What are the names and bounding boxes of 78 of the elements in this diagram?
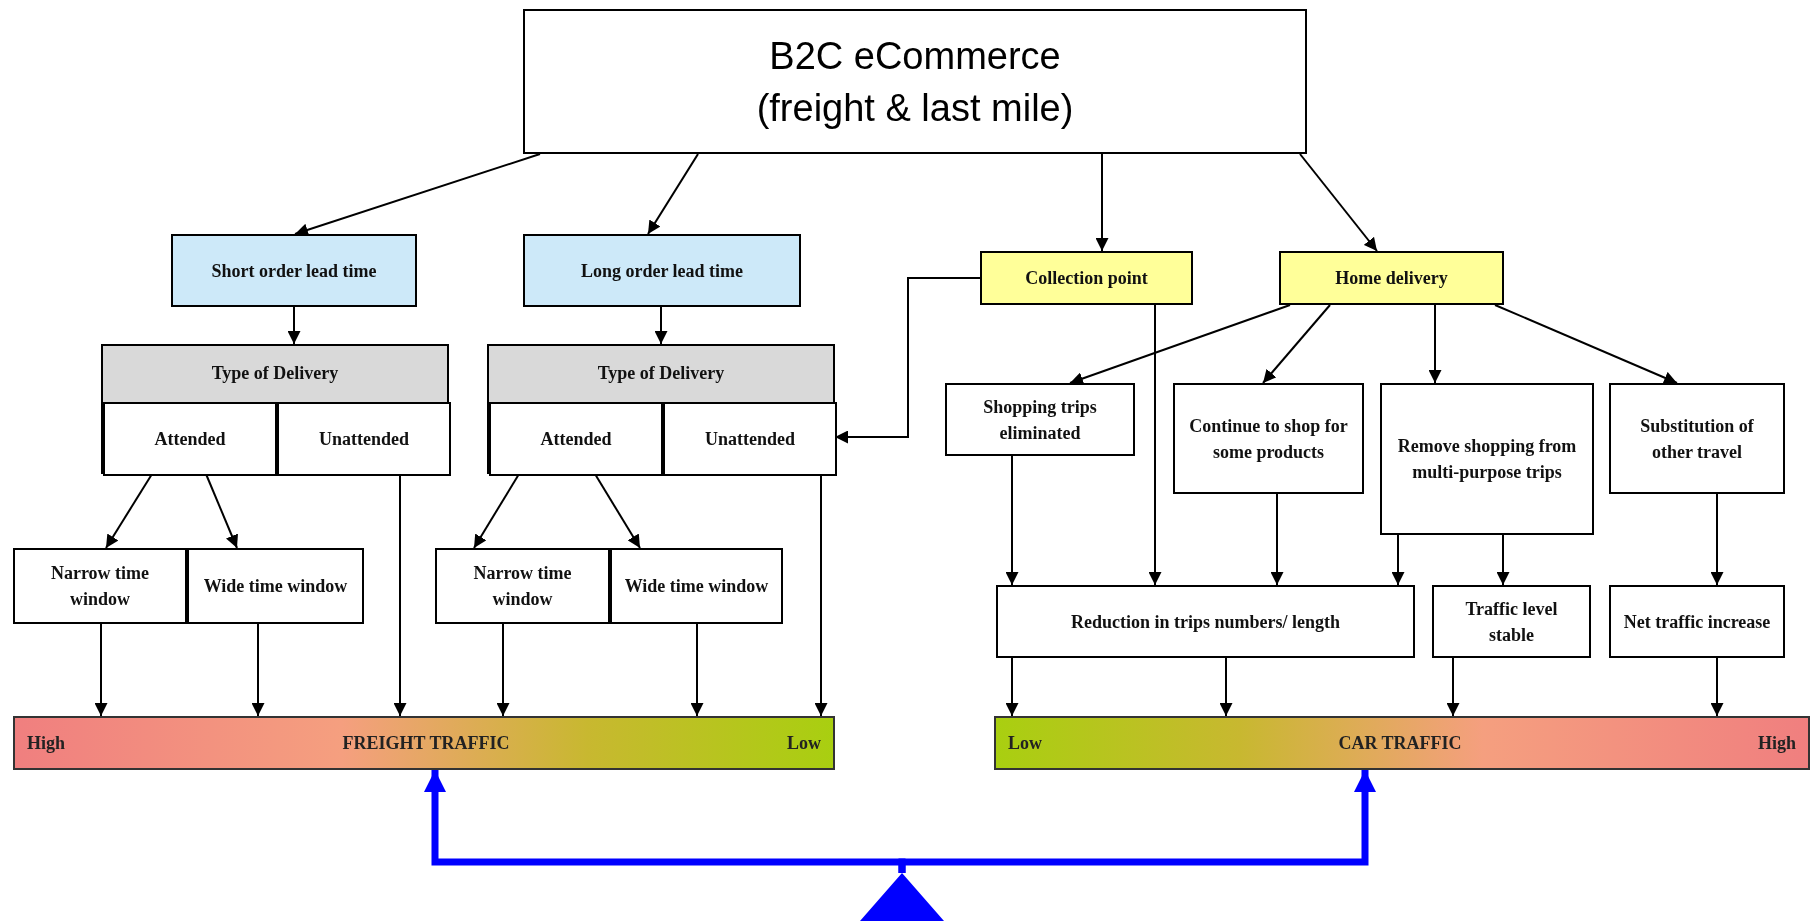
delivery-type-table — [101, 344, 449, 474]
box-text: Narrow time window — [472, 562, 573, 611]
scale-label: CAR TRAFFIC — [1338, 731, 1462, 755]
box-text: Traffic level stable — [1464, 597, 1559, 647]
balance-arrow — [898, 770, 1376, 873]
box-text: Attended — [540, 428, 612, 451]
text-box — [489, 402, 663, 476]
delivery-type-table — [487, 344, 835, 474]
box-text: Home delivery — [1335, 267, 1448, 290]
box-text: Short order lead time — [211, 259, 377, 283]
arrow — [1005, 657, 1019, 717]
arrow — [1428, 304, 1442, 384]
box-text: Unattended — [319, 428, 409, 451]
box-text: Remove shopping from multi-purpose trips — [1396, 435, 1578, 484]
table-heading: Type of Delivery — [211, 361, 339, 385]
scale-label: FREIGHT TRAFFIC — [342, 731, 510, 755]
arrow — [294, 153, 541, 237]
text-box — [1380, 383, 1594, 535]
box-text: Long order lead time — [580, 259, 744, 283]
arrow — [1095, 153, 1109, 252]
arrow — [1005, 455, 1019, 586]
box-text: Shopping trips eliminated — [982, 395, 1098, 445]
box-text: Substitution of other travel — [1639, 414, 1755, 464]
box-text: Collection point — [1025, 267, 1148, 290]
arrow — [287, 306, 301, 345]
arrow — [1262, 304, 1331, 384]
text-box — [13, 548, 187, 624]
title-box — [523, 9, 1307, 154]
arrow — [1446, 657, 1460, 717]
text-box — [187, 548, 364, 624]
text-box — [103, 402, 277, 476]
text-box — [277, 402, 451, 476]
box-text: Reduction in trips numbers/ length — [1070, 610, 1340, 634]
text-box — [945, 383, 1135, 456]
category-box — [980, 251, 1193, 305]
traffic-scale-bar — [13, 716, 835, 770]
arrow — [1069, 304, 1291, 385]
scale-label: Low — [787, 731, 821, 755]
box-text: Narrow time window — [49, 562, 151, 611]
traffic-scale-bar — [994, 716, 1810, 770]
arrow — [94, 623, 108, 717]
arrow — [1494, 304, 1678, 384]
arrow — [1270, 493, 1284, 586]
arrow — [647, 153, 699, 235]
arrow — [654, 306, 668, 345]
box-text: Unattended — [705, 428, 795, 451]
scale-label: Low — [1008, 731, 1042, 755]
arrow — [251, 623, 265, 717]
title-text: B2C eCommerce (freight & last mile) — [755, 33, 1075, 131]
text-box — [1609, 383, 1785, 494]
arrow — [690, 623, 704, 717]
arrow — [1299, 153, 1378, 252]
arrow — [1148, 304, 1162, 586]
category-box — [523, 234, 801, 307]
arrow — [1391, 534, 1405, 586]
arrow — [496, 623, 510, 717]
arrow — [1219, 657, 1233, 717]
text-box — [1609, 585, 1785, 658]
scale-label: High — [1757, 731, 1796, 755]
box-text: Attended — [154, 428, 226, 451]
box-text: Wide time window — [203, 575, 348, 598]
box-text: Continue to shop for some products — [1188, 414, 1349, 464]
category-box — [171, 234, 417, 307]
box-text: Wide time window — [624, 575, 769, 598]
table-heading: Type of Delivery — [597, 361, 725, 385]
scale-label: High — [27, 731, 65, 755]
box-text: Net traffic increase — [1623, 610, 1771, 634]
category-box — [1279, 251, 1504, 305]
arrow — [1496, 534, 1510, 586]
text-box — [996, 585, 1415, 658]
fulcrum-triangle — [860, 873, 944, 921]
arrow — [1710, 493, 1724, 586]
text-box — [435, 548, 610, 624]
text-box — [1432, 585, 1591, 658]
text-box — [1173, 383, 1364, 494]
text-box — [610, 548, 783, 624]
text-box — [663, 402, 837, 476]
arrow — [1710, 657, 1724, 717]
